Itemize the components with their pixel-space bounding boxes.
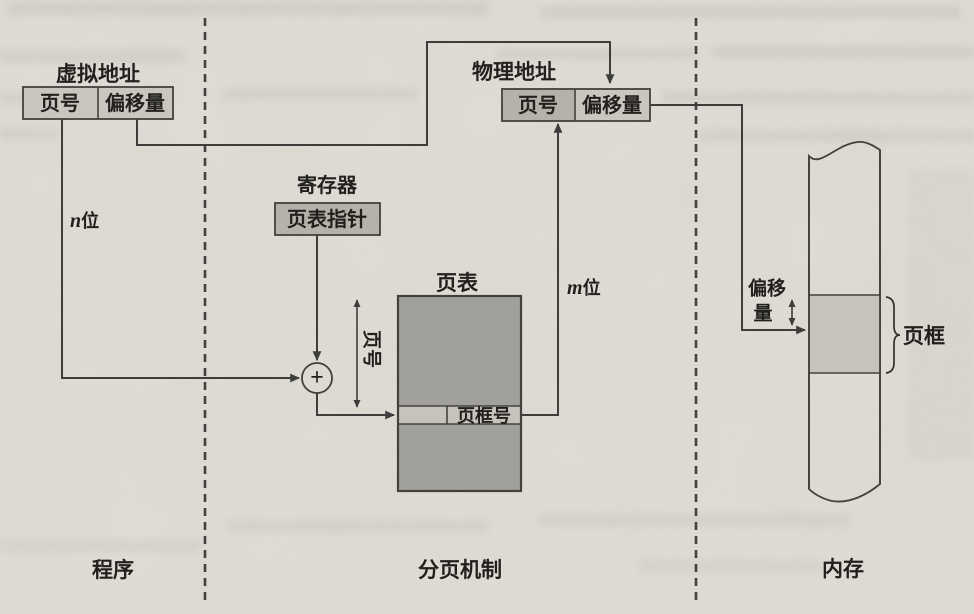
virtual-address-title: 虚拟地址 xyxy=(56,62,140,86)
page-table-title: 页表 xyxy=(436,271,479,295)
frame-number-label: 页框号 xyxy=(457,406,511,426)
virtual-offset-label: 偏移量 xyxy=(105,91,165,115)
physical-address-title: 物理地址 xyxy=(472,60,556,84)
m-bits-label: m位 xyxy=(567,277,601,299)
section-label-paging-mechanism: 分页机制 xyxy=(418,558,502,582)
n-bits-label: n位 xyxy=(70,210,99,232)
section-label-program: 程序 xyxy=(92,558,134,582)
memory-offset-label-line1: 偏移 xyxy=(748,277,786,300)
page-frame-band xyxy=(809,295,880,373)
register-title: 寄存器 xyxy=(297,173,358,197)
virtual-page-number-label: 页号 xyxy=(40,92,80,115)
memory-offset-label-line2: 量 xyxy=(753,303,772,325)
page-table-body xyxy=(398,296,521,491)
page-number-index-label: 页号 xyxy=(361,330,383,368)
physical-page-number-label: 页号 xyxy=(518,94,558,117)
physical-offset-label: 偏移量 xyxy=(582,93,642,117)
page-table-pointer-label: 页表指针 xyxy=(287,207,367,231)
section-label-memory: 内存 xyxy=(822,557,864,581)
page-frame-label: 页框 xyxy=(903,324,945,348)
adder-plus-icon: + xyxy=(310,365,324,391)
